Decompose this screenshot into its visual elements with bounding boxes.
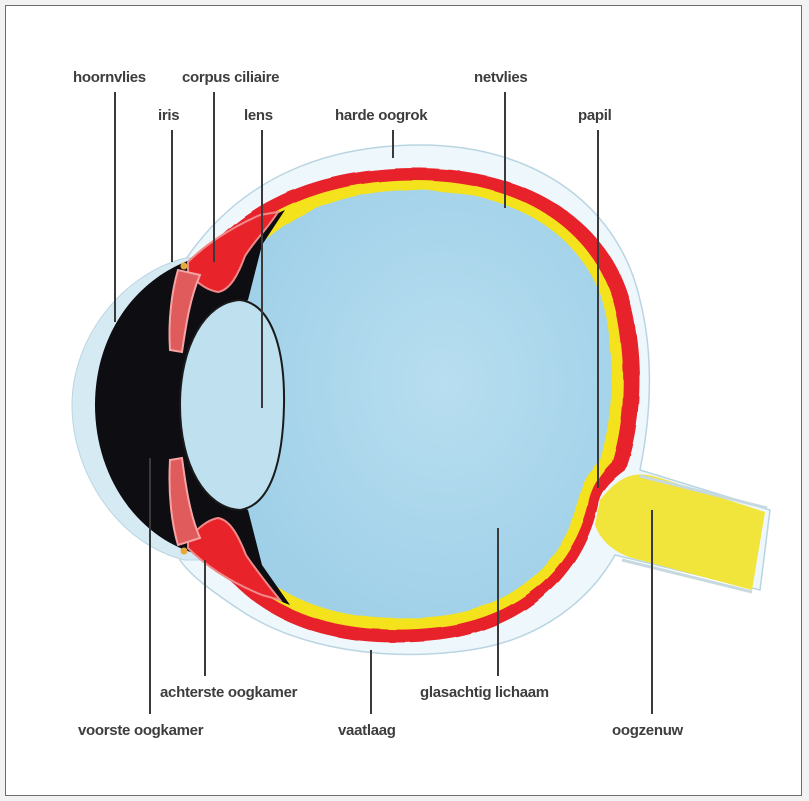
label-papil: papil bbox=[578, 107, 612, 124]
label-achterste-oogkamer: achterste oogkamer bbox=[160, 684, 298, 701]
label-vaatlaag: vaatlaag bbox=[338, 722, 396, 739]
label-oogzenuw: oogzenuw bbox=[612, 722, 684, 739]
lens bbox=[180, 300, 284, 510]
label-hoornvlies: hoornvlies bbox=[73, 69, 146, 86]
label-glasachtig-lichaam: glasachtig lichaam bbox=[420, 684, 549, 701]
label-harde-oogrok: harde oogrok bbox=[335, 107, 428, 124]
label-voorste-oogkamer: voorste oogkamer bbox=[78, 722, 204, 739]
label-lens: lens bbox=[244, 107, 273, 124]
optic-nerve bbox=[595, 474, 765, 590]
label-corpus-ciliaire: corpus ciliaire bbox=[182, 69, 279, 86]
label-iris: iris bbox=[158, 107, 179, 124]
label-netvlies: netvlies bbox=[474, 69, 527, 86]
